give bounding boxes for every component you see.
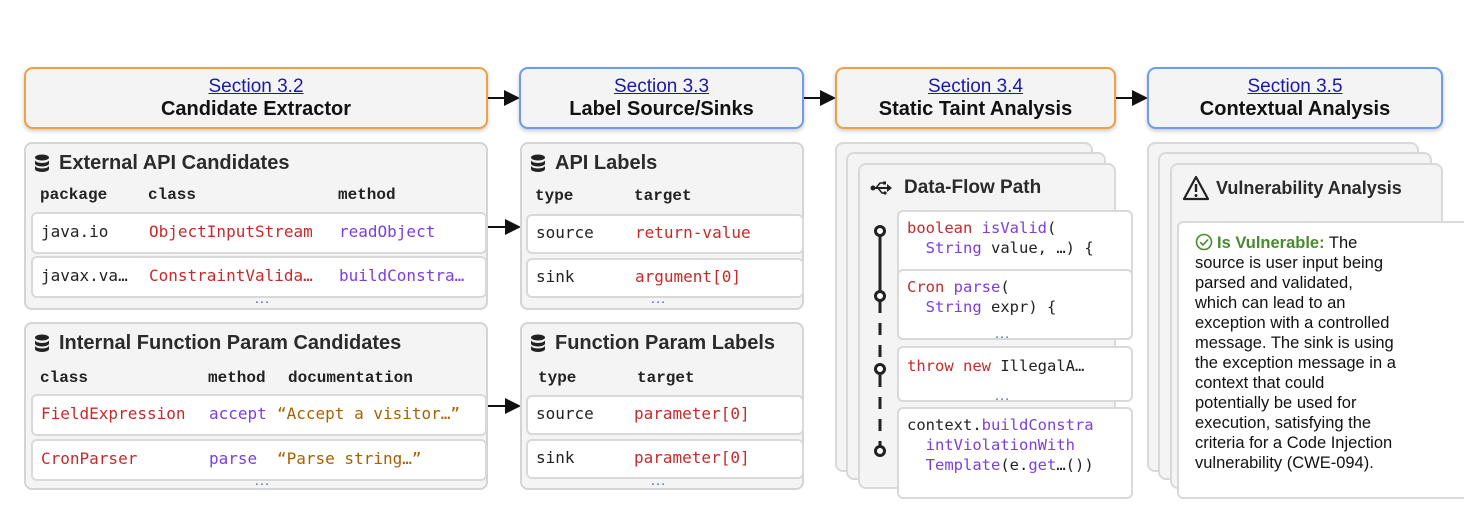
table-row[interactable]: java.io ObjectInputStream readObject [31, 212, 487, 254]
external-api-candidates-panel: External API Candidates package class me… [24, 142, 488, 310]
cell-package: java.io [41, 222, 109, 241]
stage-candidate-extractor: Section 3.2 Candidate Extractor [24, 67, 488, 129]
cell-package: javax.va… [41, 266, 128, 285]
more-rows-indicator: … [650, 472, 667, 489]
section-3-3-link[interactable]: Section 3.3 [613, 76, 710, 97]
cell-method: buildConstra… [339, 266, 465, 285]
stage-static-taint-analysis: Section 3.4 Static Taint Analysis [835, 67, 1116, 129]
column-header-class: class [40, 369, 89, 387]
more-rows-indicator: … [254, 290, 271, 307]
code-step-4[interactable]: context.buildConstra intViolationWith Te… [897, 407, 1133, 499]
verdict-label: Is Vulnerable: [1217, 234, 1325, 252]
stage-contextual-analysis: Section 3.5 Contextual Analysis [1147, 67, 1443, 129]
vulnerability-analysis-text: Is Vulnerable: The source is user input … [1177, 221, 1464, 499]
vulnerability-analysis-card: Vulnerability Analysis Is Vulnerable: Th… [1170, 163, 1464, 499]
flow-node [874, 363, 886, 375]
flow-node [874, 445, 886, 457]
internal-function-param-candidates-panel: Internal Function Param Candidates class… [24, 322, 488, 490]
column-header-type: type [538, 369, 577, 387]
usb-icon [870, 181, 892, 195]
column-header-target: target [634, 187, 692, 205]
stage-title: Label Source/Sinks [569, 98, 754, 120]
database-icon [531, 334, 545, 352]
section-3-2-link[interactable]: Section 3.2 [208, 76, 304, 97]
more-steps-indicator: … [994, 387, 1011, 404]
cell-target: argument[0] [635, 267, 741, 286]
cell-target: parameter[0] [634, 404, 750, 423]
more-rows-indicator: … [650, 290, 667, 307]
data-flow-path-card: Data-Flow Path boolean isValid( String v… [858, 163, 1133, 499]
cell-method: accept [209, 404, 267, 423]
database-icon [531, 154, 545, 172]
check-circle-icon [1195, 233, 1213, 251]
panel-title: Function Param Labels [530, 332, 775, 355]
cell-type: sink [536, 448, 575, 467]
cell-documentation: “Parse string…” [277, 449, 422, 468]
cell-method: parse [209, 449, 258, 468]
panel-title: API Labels [530, 152, 657, 175]
table-row[interactable]: source return-value [526, 214, 804, 254]
database-icon [35, 154, 49, 172]
function-param-labels-panel: Function Param Labels type target source… [520, 322, 804, 490]
panel-title: Vulnerability Analysis [1182, 175, 1402, 201]
table-row[interactable]: CronParser parse “Parse string…” [31, 439, 487, 481]
column-header-type: type [535, 187, 574, 205]
cell-class: CronParser [41, 449, 138, 468]
panel-title: Data-Flow Path [870, 177, 1041, 199]
flow-timeline [878, 231, 882, 447]
table-row[interactable]: javax.va… ConstraintValida… buildConstra… [31, 256, 487, 298]
column-header-method: method [338, 186, 396, 204]
column-header-documentation: documentation [288, 369, 413, 387]
more-rows-indicator: … [254, 472, 271, 489]
cell-type: sink [536, 267, 575, 286]
cell-class: ObjectInputStream [149, 222, 313, 241]
cell-type: source [536, 404, 594, 423]
panel-title: Internal Function Param Candidates [34, 332, 401, 355]
flow-node [874, 290, 886, 302]
stage-title: Static Taint Analysis [878, 98, 1073, 120]
code-step-3[interactable]: throw new IllegalA… [897, 346, 1133, 402]
warning-icon [1182, 175, 1210, 201]
column-header-package: package [40, 186, 108, 204]
stage-title: Contextual Analysis [1199, 98, 1391, 120]
cell-type: source [536, 223, 594, 242]
flow-node [874, 225, 886, 237]
table-row[interactable]: sink argument[0] [526, 258, 804, 298]
cell-documentation: “Accept a visitor…” [277, 404, 461, 423]
panel-title: External API Candidates [34, 152, 289, 175]
table-row[interactable]: source parameter[0] [526, 395, 804, 435]
cell-target: parameter[0] [634, 448, 750, 467]
code-step-2[interactable]: Cron parse( String expr) { [897, 269, 1133, 340]
section-3-5-link[interactable]: Section 3.5 [1247, 76, 1343, 97]
cell-target: return-value [635, 223, 751, 242]
table-row[interactable]: sink parameter[0] [526, 439, 804, 479]
database-icon [35, 334, 49, 352]
cell-class: FieldExpression [41, 404, 186, 423]
table-row[interactable]: FieldExpression accept “Accept a visitor… [31, 394, 487, 436]
column-header-method: method [208, 369, 266, 387]
cell-method: readObject [339, 222, 436, 241]
cell-class: ConstraintValida… [149, 266, 313, 285]
api-labels-panel: API Labels type target source return-val… [520, 142, 804, 310]
stage-label-source-sinks: Section 3.3 Label Source/Sinks [519, 67, 804, 129]
column-header-target: target [637, 369, 695, 387]
stage-title: Candidate Extractor [160, 98, 352, 120]
section-3-4-link[interactable]: Section 3.4 [927, 76, 1024, 97]
more-steps-indicator: … [994, 325, 1011, 342]
column-header-class: class [148, 186, 197, 204]
